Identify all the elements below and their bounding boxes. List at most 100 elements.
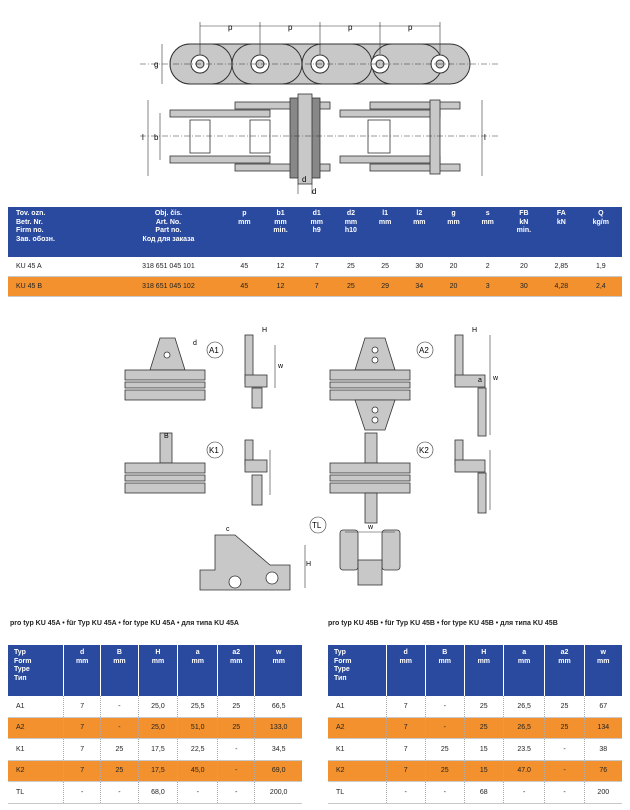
spec-header-line: g: [451, 210, 456, 217]
spec-cell: 25: [368, 257, 403, 277]
spec-header-cell: Obj. čís.Art. No.Part no.Код для заказа: [109, 207, 228, 257]
left-option-cell: K1: [8, 738, 65, 761]
left-option-cell: 200,0: [254, 781, 302, 804]
spec-header-line: kN: [556, 218, 566, 226]
right-option-cell: 134: [584, 717, 622, 739]
left-option-header-line: mm: [230, 657, 243, 665]
right-option-header-line: d: [403, 649, 408, 656]
spec-header-line: mm: [310, 218, 323, 226]
spec-cell: 7: [299, 276, 334, 297]
left-option-cell: -: [100, 781, 139, 804]
left-option-cell: 34,5: [254, 738, 302, 761]
spec-table: Tov. ozn.Betr. Nr.Firm no.Зав. обозн.Obj…: [8, 207, 622, 297]
right-option-cell: -: [544, 781, 585, 804]
right-option-header-line: Type: [334, 666, 350, 673]
left-option-header-line: Type: [14, 666, 30, 673]
right-option-cell: 7: [386, 696, 426, 718]
right-option-row: TL--68--200: [328, 781, 622, 804]
label-H: H: [472, 327, 477, 334]
right-option-header-line: w: [600, 649, 606, 656]
spec-cell: 45: [227, 257, 262, 277]
label-B: B: [164, 433, 169, 440]
tag-K1: K1: [209, 446, 219, 455]
label-b1: b: [154, 133, 159, 142]
tag-A2: A2: [419, 346, 429, 355]
right-option-header-line: mm: [597, 657, 610, 665]
spec-cell: 29: [368, 276, 403, 297]
spec-header-line: mm: [413, 218, 426, 226]
left-option-cell: TL: [8, 781, 65, 804]
right-option-cell: A1: [328, 696, 387, 718]
spec-header-line: mm: [238, 218, 251, 226]
left-option-cell: K2: [8, 760, 65, 782]
label-w: w: [492, 375, 499, 382]
left-option-cell: 17,5: [138, 760, 179, 782]
left-option-cell: -: [217, 781, 256, 804]
right-option-header-line: a2: [560, 649, 569, 656]
right-option-cell: 76: [584, 760, 622, 782]
left-option-cell: 68,0: [138, 781, 179, 804]
left-option-cell: 25,0: [138, 696, 179, 718]
right-option-cell: -: [544, 760, 585, 782]
right-option-cell: TL: [328, 781, 387, 804]
left-option-header-line: H: [155, 649, 161, 656]
right-option-header-line: mm: [399, 657, 412, 665]
left-option-header-line: mm: [75, 657, 89, 665]
spec-cell: 1,9: [579, 257, 622, 277]
spec-header-line: Betr. Nr.: [16, 218, 43, 226]
left-option-cell: 25: [100, 738, 139, 761]
right-option-cell: K1: [328, 738, 387, 761]
label-w: w: [277, 363, 284, 370]
label-p: p: [408, 23, 413, 32]
label-d1: d: [312, 187, 316, 196]
spec-header-line: kN: [519, 218, 529, 226]
right-option-header-line: a: [522, 649, 527, 656]
label-p: p: [228, 23, 233, 32]
left-option-header-line: mm: [113, 657, 126, 665]
right-option-cell: 68: [464, 781, 504, 804]
spec-header-line: FB: [519, 210, 529, 217]
spec-header-line: kg/m: [592, 218, 609, 226]
spec-header-line: FA: [556, 210, 566, 217]
right-option-cell: 25: [464, 717, 504, 739]
left-option-cell: -: [217, 738, 256, 761]
label-d: d: [193, 340, 197, 347]
right-option-cell: 26,5: [503, 696, 546, 718]
label-a: a: [478, 377, 482, 384]
left-option-cell: 51,0: [177, 717, 219, 739]
left-option-header-line: Typ: [14, 649, 26, 656]
left-option-cell: -: [100, 696, 139, 718]
right-option-cell: 7: [386, 717, 426, 739]
label-d: d: [302, 175, 306, 184]
left-option-header-line: mm: [191, 657, 204, 665]
spec-cell: 30: [504, 276, 543, 297]
right-option-header-line: mm: [558, 657, 571, 665]
spec-header-line: b1: [276, 210, 285, 217]
right-option-cell: 25: [544, 696, 585, 718]
spec-header-line: min.: [273, 227, 288, 234]
label-p: p: [288, 23, 293, 32]
tag-A1: A1: [209, 346, 219, 355]
spec-header-line: Art. No.: [155, 218, 182, 226]
spec-header-line: min.: [516, 227, 532, 234]
right-option-cell: 38: [584, 738, 622, 761]
spec-cell: 7: [299, 257, 334, 277]
tag-TL: TL: [312, 521, 322, 530]
left-option-header-line: d: [80, 649, 85, 656]
